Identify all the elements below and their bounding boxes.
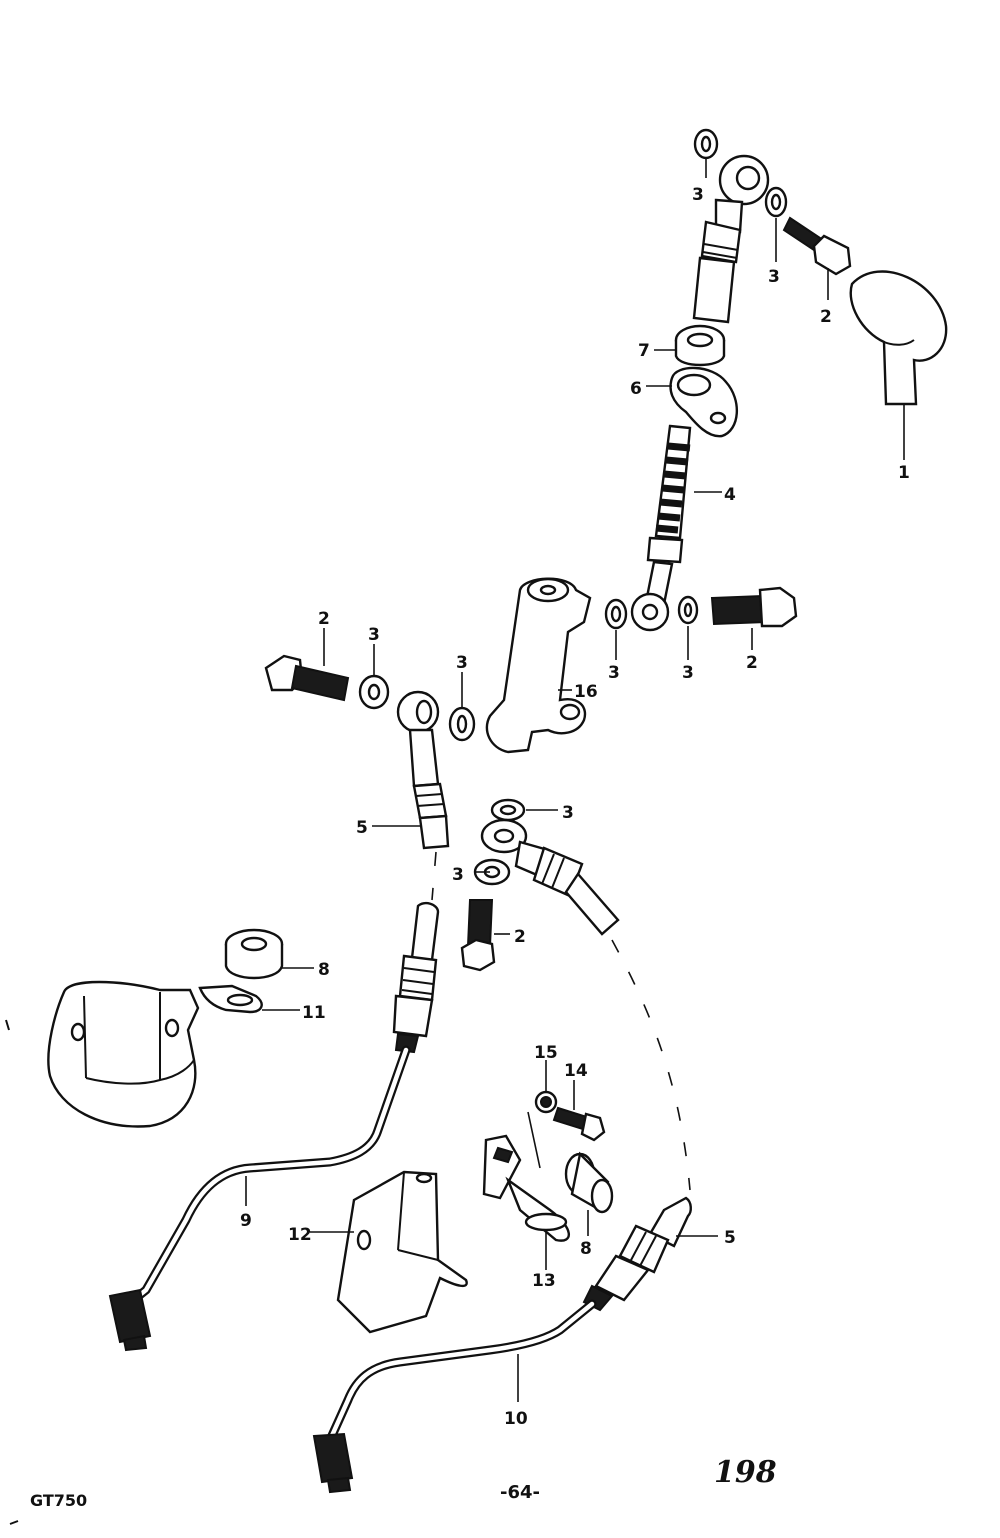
callout-9: 9 xyxy=(240,1211,252,1231)
callout-3e: 3 xyxy=(368,625,380,645)
callout-3g: 3 xyxy=(562,803,574,823)
callout-1: 1 xyxy=(898,463,910,483)
banjo-hose-lower-right xyxy=(480,818,620,936)
callout-10: 10 xyxy=(504,1409,528,1429)
callout-11: 11 xyxy=(302,1003,326,1023)
scan-mark-corner xyxy=(9,1520,19,1525)
brake-hose-joint-16 xyxy=(485,577,592,754)
sealing-washer-mid-left xyxy=(604,598,628,630)
union-bolt-mid-right xyxy=(710,586,798,628)
hose-clamp-bracket-6 xyxy=(669,366,739,438)
callout-5a: 5 xyxy=(356,818,368,838)
pipe-clamp-bracket-12 xyxy=(336,1170,468,1334)
upper-banjo-fitting xyxy=(692,154,770,324)
figure-number: 198 xyxy=(714,1455,777,1490)
callout-14: 14 xyxy=(564,1061,588,1081)
callout-3b: 3 xyxy=(768,267,780,287)
callout-7: 7 xyxy=(638,341,650,361)
grommet-7 xyxy=(674,324,726,367)
callout-2a: 2 xyxy=(820,307,832,327)
hose-guide-11 xyxy=(198,984,263,1014)
callout-3h: 3 xyxy=(452,865,464,885)
hose-5-lower xyxy=(582,1196,692,1312)
sealing-washer-left-b xyxy=(448,706,476,742)
sealing-washer-mid-right xyxy=(677,595,699,625)
reservoir-cap xyxy=(849,270,948,406)
sealing-washer-upper-left xyxy=(693,128,719,160)
washer-15 xyxy=(534,1090,558,1114)
page-number: -64- xyxy=(500,1482,540,1503)
grommet-8-lower xyxy=(564,1151,614,1214)
model-code: GT750 xyxy=(30,1491,87,1510)
callout-13: 13 xyxy=(532,1271,556,1291)
callout-2d: 2 xyxy=(514,927,526,947)
callout-2c: 2 xyxy=(318,609,330,629)
sealing-washer-upper-right xyxy=(764,186,788,218)
callout-3d: 3 xyxy=(682,663,694,683)
callout-16: 16 xyxy=(574,682,598,702)
sealing-washer-lower-a xyxy=(490,798,526,822)
callout-8b: 8 xyxy=(580,1239,592,1259)
sealing-washer-left-a xyxy=(358,674,390,710)
bolt-14 xyxy=(552,1106,606,1142)
flex-hose-4 xyxy=(630,424,692,632)
union-bolt-upper xyxy=(782,216,852,276)
callout-2b: 2 xyxy=(746,653,758,673)
dashed-connector-right xyxy=(611,939,691,1191)
brake-hose-cover-left xyxy=(47,980,200,1128)
grommet-8-upper xyxy=(224,928,284,980)
callout-3f: 3 xyxy=(456,653,468,673)
union-bolt-lower xyxy=(460,899,496,972)
callout-15: 15 xyxy=(534,1043,558,1063)
banjo-hose-5-upper xyxy=(396,690,450,850)
leader-lines xyxy=(245,158,905,1402)
union-bolt-left xyxy=(264,654,350,702)
callout-6: 6 xyxy=(630,379,642,399)
callout-3a: 3 xyxy=(692,185,704,205)
callout-12: 12 xyxy=(288,1225,312,1245)
callout-3c: 3 xyxy=(608,663,620,683)
callout-4: 4 xyxy=(724,485,736,505)
callout-8a: 8 xyxy=(318,960,330,980)
brake-pipe-10 xyxy=(312,1299,597,1494)
callout-5b: 5 xyxy=(724,1228,736,1248)
scan-mark-left xyxy=(5,1019,10,1031)
dashed-connector-left xyxy=(431,851,437,901)
pipe-clamp-13 xyxy=(482,1134,570,1242)
brake-pipe-9 xyxy=(108,901,440,1352)
